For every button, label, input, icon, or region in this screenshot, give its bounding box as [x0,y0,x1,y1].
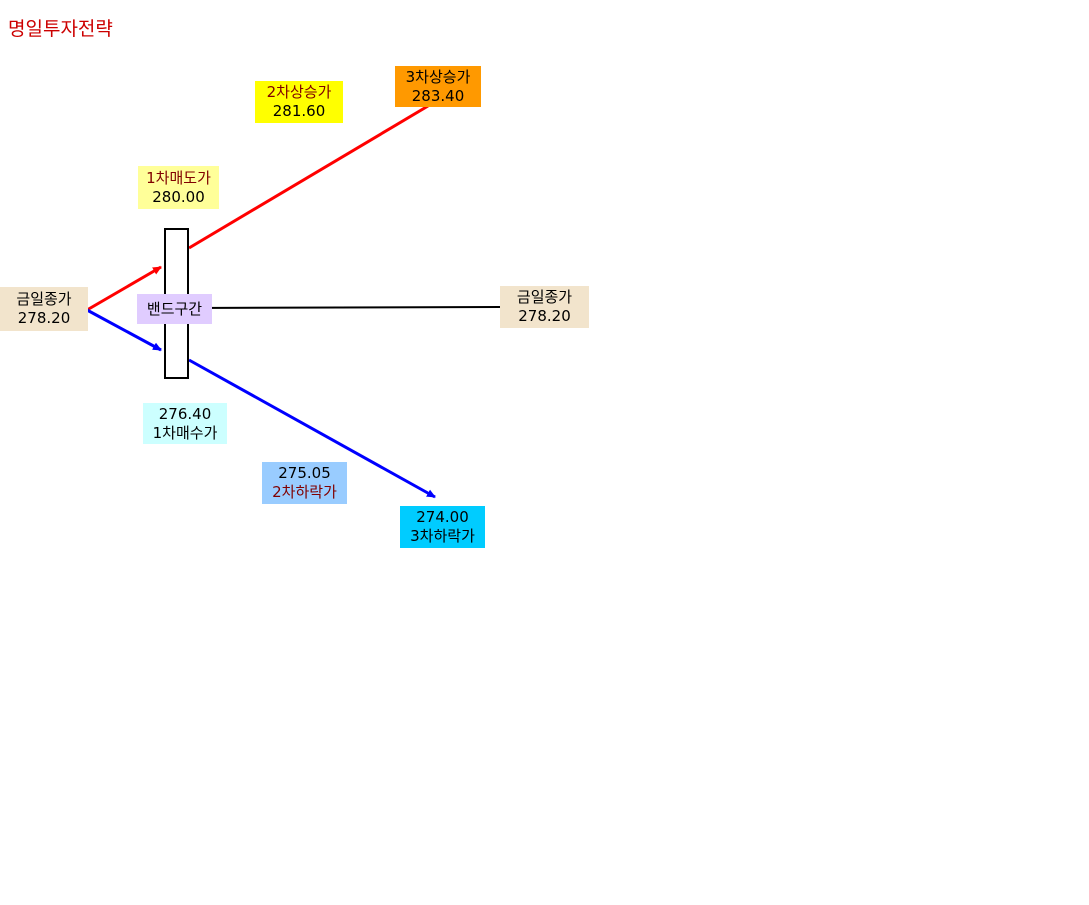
close-price-right: 금일종가 278.20 [500,286,589,328]
arrow-up-to-band [86,265,162,312]
arrow-down-to-band [86,308,162,352]
line-band-to-up3 [188,104,429,250]
line-band-to-close-right [188,306,501,309]
sell1-value: 280.00 [152,187,205,206]
page-title: 명일투자전략 [8,18,113,40]
up3-value: 283.40 [411,86,465,105]
down2-label: 2차하락가 [272,483,337,501]
down3-value: 274.00 [416,508,469,526]
buy1-value: 276.40 [158,404,212,423]
third-rise-price: 3차상승가 283.40 [395,66,481,107]
third-drop-price: 274.00 3차하락가 [400,506,485,548]
up3-label: 3차상승가 [405,67,471,86]
first-buy-price: 276.40 1차매수가 [143,403,227,444]
close-left-label: 금일종가 [16,290,72,308]
sell1-label: 1차매도가 [146,168,211,187]
close-price-left: 금일종가 278.20 [0,287,88,331]
band-label: 밴드구간 [146,299,203,318]
close-right-value: 278.20 [518,307,571,325]
down3-label: 3차하락가 [410,527,475,545]
up2-value: 281.60 [272,102,326,120]
band-zone-label: 밴드구간 [137,294,212,324]
close-right-label: 금일종가 [516,288,573,306]
second-drop-price: 275.05 2차하락가 [262,462,347,504]
arrow-band-to-down3 [188,358,436,499]
down2-value: 275.05 [278,464,331,482]
up2-label: 2차상승가 [266,83,332,101]
buy1-label: 1차매수가 [152,423,218,442]
first-sell-price: 1차매도가 280.00 [138,166,219,209]
close-left-value: 278.20 [17,309,71,327]
second-rise-price: 2차상승가 281.60 [255,81,343,123]
